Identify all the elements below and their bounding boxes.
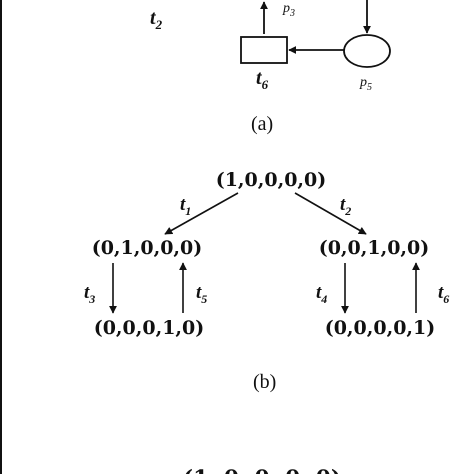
state-right-top: (0,0,1,0,0) (319, 237, 430, 259)
caption-a: (a) (251, 113, 273, 135)
label-t2-a: t2 (150, 7, 163, 32)
label-t6: t6 (256, 67, 269, 92)
edge-label-t2: t2 (340, 194, 351, 218)
state-left-top: (0,1,0,0,0) (92, 237, 203, 259)
state-root: (1,0,0,0,0) (216, 169, 327, 191)
label-p3: p3 (282, 1, 295, 19)
state-right-bottom: (0,0,0,0,1) (325, 317, 436, 339)
edge-t2 (294, 192, 367, 235)
transition-t6 (240, 36, 288, 64)
reachability-graph-c: (1, 0, 0, 0, 0) (183, 466, 342, 474)
edge-label-t4: t4 (316, 282, 327, 306)
petri-net-a: t2 p3 t6 p5 (a) (150, 0, 391, 135)
caption-b: (b) (253, 371, 276, 393)
edge-t1 (164, 192, 239, 235)
edge-label-t3: t3 (84, 282, 95, 306)
state-root-c: (1, 0, 0, 0, 0) (183, 466, 342, 474)
edge-label-t6: t6 (438, 282, 449, 306)
place-p5 (343, 34, 391, 68)
edge-label-t5: t5 (196, 282, 207, 306)
edge-label-t1: t1 (180, 194, 191, 218)
state-left-bottom: (0,0,0,1,0) (94, 317, 205, 339)
reachability-graph-b: (1,0,0,0,0) t1 t2 (0,1,0,0,0) (0,0,1,0,0… (84, 169, 449, 393)
label-p5: p5 (359, 75, 372, 93)
